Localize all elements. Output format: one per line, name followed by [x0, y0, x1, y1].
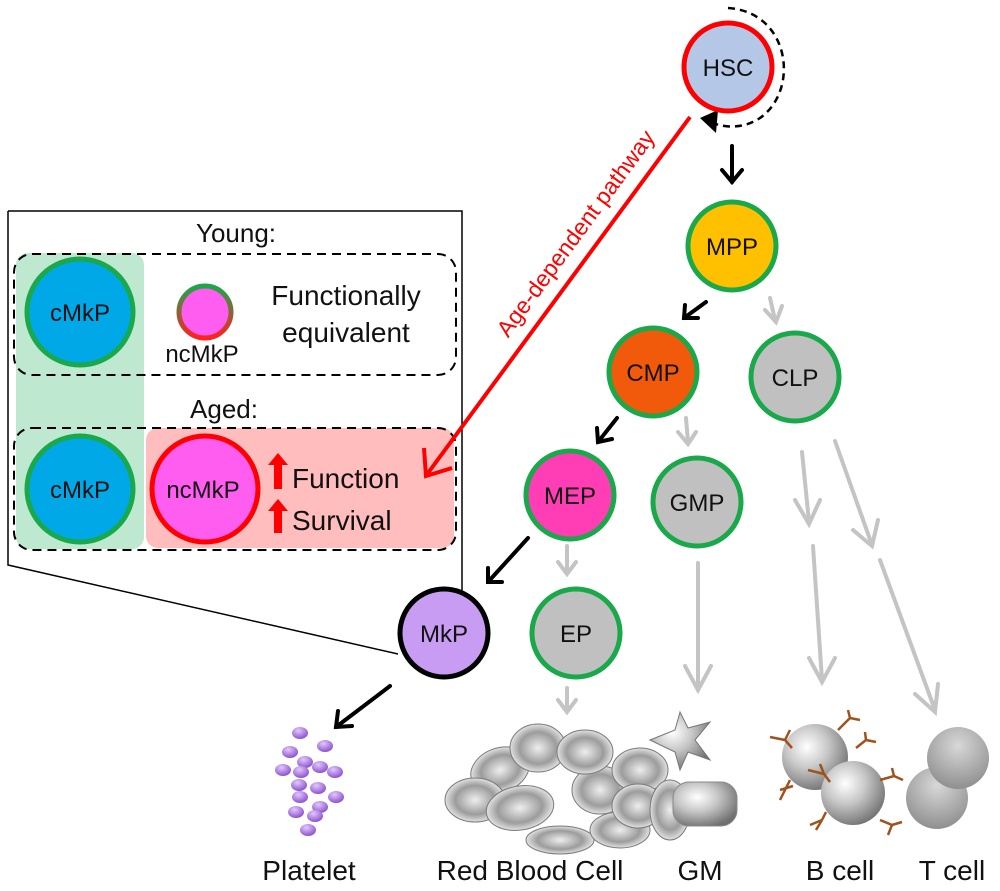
node-cmp-label: CMP [626, 360, 679, 387]
node-hsc: HSC [681, 20, 775, 114]
up-arrow-icon-survival [268, 499, 288, 533]
arrow-ep-rbc [556, 686, 578, 716]
up-arrow-icon-function [268, 453, 288, 489]
node-gmp: GMP [650, 455, 744, 549]
gm-cells-image [648, 710, 738, 827]
node-mkp-label: MkP [420, 621, 468, 648]
red-blood-cell-cluster-image [444, 723, 691, 855]
node-mep: MEP [523, 448, 617, 542]
arrow-clp-t1 [833, 439, 880, 550]
young-dashed-box [13, 253, 457, 376]
young-ncmkp-node: ncMkP [165, 283, 239, 368]
young-ncmkp-label: ncMkP [165, 341, 238, 368]
output-label-gm: GM [677, 855, 722, 886]
young-text-line2: equivalent [282, 317, 410, 348]
node-gmp-label: GMP [670, 490, 725, 517]
arrow-hsc-mpp [720, 144, 744, 186]
aged-cmkp-node: cMkP [24, 433, 136, 545]
inset-frame [8, 210, 463, 637]
t-cell-image [906, 727, 989, 829]
aged-dashed-box [13, 427, 457, 551]
young-cmkp-label: cMkP [50, 300, 110, 327]
young-cmkp-node: cMkP [24, 256, 136, 368]
node-mkp: MkP [397, 586, 491, 680]
aged-text-survival: Survival [292, 505, 392, 536]
node-cmp: CMP [606, 325, 700, 419]
age-dependent-pathway-arrow: Age-dependent pathway [422, 115, 692, 479]
aged-ncmkp-label: ncMkP [166, 477, 239, 504]
platelet-cluster-image [275, 727, 344, 836]
node-ep-label: EP [560, 621, 592, 648]
node-mpp-label: MPP [706, 234, 758, 261]
arrow-mep-ep [556, 544, 578, 578]
inset-panel: Young: Aged: cMkP ncMkP Functionally equ… [7, 210, 463, 655]
aged-ncmkp-node: ncMkP [149, 433, 261, 545]
arrow-cmp-mep [595, 416, 619, 445]
arrow-mep-mkp [486, 536, 530, 584]
arrow-clp-b2 [807, 544, 837, 687]
age-dependent-pathway-label: Age-dependent pathway [491, 125, 660, 342]
arrow-mpp-clp [763, 296, 784, 326]
output-label-bcell: B cell [806, 855, 874, 886]
node-clp-label: CLP [772, 365, 819, 392]
node-hsc-label: HSC [703, 55, 754, 82]
aged-text-function: Function [292, 463, 399, 494]
gray-arrows [556, 296, 940, 717]
aged-cmkp-label: cMkP [50, 477, 110, 504]
node-clp: CLP [748, 330, 842, 424]
arrow-clp-t2 [878, 558, 940, 717]
arrow-mkp-platelet [333, 684, 392, 730]
node-ep: EP [529, 586, 623, 680]
node-mpp: MPP [685, 199, 779, 293]
aged-title: Aged: [190, 394, 258, 424]
black-arrows [333, 144, 744, 730]
arrow-clp-b1 [793, 450, 822, 529]
young-title: Young: [196, 218, 276, 248]
node-mep-label: MEP [544, 483, 596, 510]
inset-connector-line [7, 211, 399, 655]
arrow-mpp-cmp [681, 300, 708, 320]
output-label-platelet: Platelet [262, 855, 356, 886]
self-renewal-arrow [700, 6, 785, 133]
antibody-icons [769, 709, 904, 836]
arrow-gmp-gm [683, 561, 713, 695]
b-cell-image [769, 709, 904, 836]
arrow-cmp-gmp [676, 416, 698, 448]
output-label-rbc: Red Blood Cell [437, 855, 624, 886]
young-text-line1: Functionally [271, 280, 420, 311]
output-label-tcell: T cell [919, 855, 985, 886]
